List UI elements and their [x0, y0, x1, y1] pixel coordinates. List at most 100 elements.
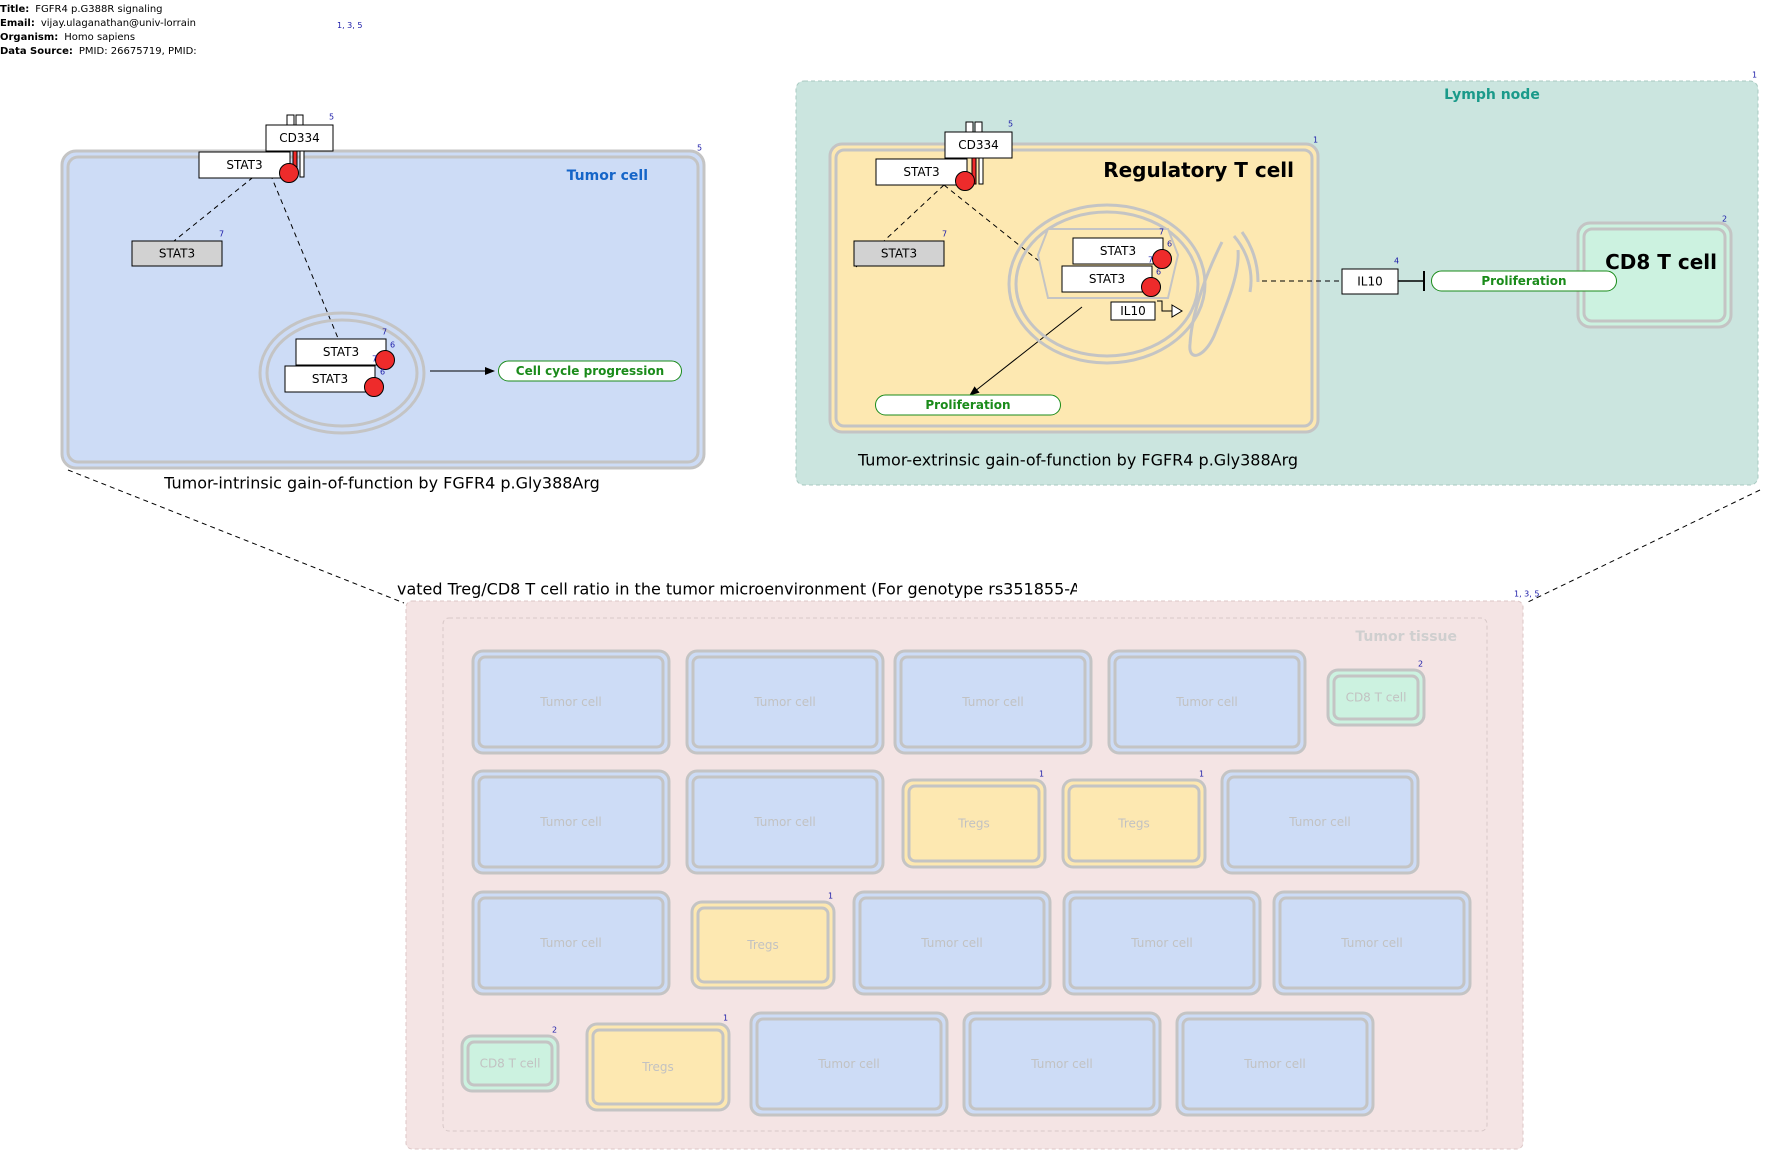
tissue-tumor-cell-20-outer-membrane: [1175, 1011, 1375, 1117]
tissue-tumor-cell-6-label: Tumor cell: [539, 815, 602, 829]
tumor-nuclear-stat3-2-phospho: [364, 377, 384, 397]
tumor-cd334-ref: 5: [329, 113, 334, 122]
treg-proliferation-label: Proliferation: [925, 398, 1010, 412]
tumor-stat3-membrane-box[interactable]: [198, 151, 291, 179]
tumor-nuclear-stat3-2[interactable]: STAT3: [284, 365, 376, 393]
tumor-nuclear-stat3-2-label: STAT3: [312, 372, 348, 386]
treg-cd334-receptor-tail: [978, 157, 984, 185]
tissue-tumor-cell-13-inner-membrane: [858, 896, 1046, 990]
treg-stat3-membrane[interactable]: STAT3: [875, 158, 968, 186]
tissue-tumor-cell-19: [962, 1011, 1162, 1117]
tissue-cd8-cell-5-label: CD8 T cell: [1346, 691, 1407, 705]
regulatory-t-cell-ref: 1: [1313, 136, 1318, 145]
tissue-tumor-cell-7-label: Tumor cell: [753, 815, 816, 829]
il10-secreted-ref: 4: [1394, 257, 1399, 266]
tissue-tumor-cell-13-label: Tumor cell: [920, 936, 983, 950]
tumor-cell-compartment-outer-membrane: [60, 149, 706, 470]
tissue-tumor-cell-1-label: Tumor cell: [539, 695, 602, 709]
treg-stat3-cytoplasm-label: STAT3: [881, 247, 917, 261]
tissue-tumor-cell-2-inner-membrane: [691, 655, 879, 749]
tissue-tumor-cell-1-outer-membrane: [471, 649, 671, 755]
cell-cycle-progression-shape[interactable]: [498, 360, 682, 382]
tissue-cd8-cell-5: [1326, 668, 1426, 727]
lymph-node-label: Lymph node: [1444, 87, 1540, 103]
treg-nuclear-stat3-1-box[interactable]: [1072, 237, 1164, 265]
tumor-cd334[interactable]: CD334: [265, 124, 334, 152]
treg-proliferation-shape[interactable]: [875, 394, 1061, 416]
treg-nuclear-stat3-1[interactable]: STAT3: [1072, 237, 1164, 265]
tumor-cell-compartment: [60, 149, 706, 470]
tissue-tumor-cell-20-label: Tumor cell: [1243, 1057, 1306, 1071]
tumor-nuclear-stat3-1-ref-b: 6: [390, 341, 395, 350]
tumor-cd334-receptor-tail: [299, 150, 305, 178]
tumor-stat3-membrane[interactable]: STAT3: [198, 151, 291, 179]
zoom-connector-left: [67, 469, 405, 604]
tissue-tumor-cell-13: [852, 890, 1052, 996]
source-row: Data Source:PMID: 26675719, PMID:: [0, 45, 197, 59]
treg-cd334-ref: 5: [1008, 120, 1013, 129]
treg-stat3-cytoplasm-ref: 7: [942, 230, 947, 239]
tissue-tumor-cell-2-label: Tumor cell: [753, 695, 816, 709]
tissue-treg-cell-8-label: Tregs: [957, 817, 990, 831]
regulatory-t-cell-inner-membrane: [834, 148, 1314, 428]
tissue-tumor-cell-3-inner-membrane: [899, 655, 1087, 749]
tissue-tumor-cell-13-outer-membrane: [852, 890, 1052, 996]
treg-nuclear-stat3-2-phospho: [1141, 277, 1161, 297]
tissue-tumor-cell-3-outer-membrane: [893, 649, 1093, 755]
il10-gene[interactable]: IL10: [1110, 301, 1156, 321]
tissue-tumor-cell-15-label: Tumor cell: [1340, 936, 1403, 950]
il10-gene-box[interactable]: [1110, 301, 1156, 321]
tissue-tumor-cell-14-label: Tumor cell: [1130, 936, 1193, 950]
treg-cd334[interactable]: CD334: [944, 131, 1013, 159]
il10-promoter-arrowhead: [1171, 304, 1183, 318]
treg-nuclear-stat3-1-label: STAT3: [1100, 244, 1136, 258]
cd8-proliferation-shape[interactable]: [1431, 270, 1617, 292]
treg-stat3-membrane-label: STAT3: [903, 165, 939, 179]
tumor-stat3-cytoplasm[interactable]: STAT3: [131, 240, 223, 267]
tissue-tumor-cell-20: [1175, 1011, 1375, 1117]
il10-secreted[interactable]: IL10: [1341, 268, 1399, 295]
il10-secreted-box[interactable]: [1341, 268, 1399, 295]
treg-stat3-cytoplasm[interactable]: STAT3: [853, 240, 945, 267]
tissue-tumor-cell-18: [749, 1011, 949, 1117]
tumor-nuclear-stat3-1-ref-a: 7: [382, 328, 387, 337]
tumor-nuclear-stat3-2-box[interactable]: [284, 365, 376, 393]
tumor-cd334-label: CD334: [279, 131, 320, 145]
tissue-tumor-cell-18-label: Tumor cell: [817, 1057, 880, 1071]
treg-cd334-box[interactable]: [944, 131, 1013, 159]
treg-nuclear-stat3-1-phospho: [1152, 249, 1172, 269]
tissue-heading: vated Treg/CD8 T cell ratio in the tumor…: [397, 580, 1081, 599]
cell-cycle-progression[interactable]: Cell cycle progression: [498, 360, 682, 382]
tumor-stat3-to-nucleus: [266, 165, 341, 344]
treg-nuclear-stat3-1-ref-b: 6: [1167, 240, 1172, 249]
tumor-extrinsic-caption: Tumor-extrinsic gain-of-function by FGFR…: [857, 451, 1298, 470]
tumor-cell-label: Tumor cell: [567, 168, 648, 184]
tumor-stat3-cytoplasm-label: STAT3: [159, 247, 195, 261]
tissue-treg-cell-17-ref: 1: [723, 1014, 728, 1023]
tumor-cd334-receptor-subunit-a: [286, 114, 295, 126]
tissue-treg-cell-12-label: Tregs: [746, 938, 779, 952]
tissue-tumor-cell-19-label: Tumor cell: [1030, 1057, 1093, 1071]
treg-nucleus-inner: [1014, 210, 1200, 358]
tissue-treg-cell-8: [901, 778, 1047, 869]
tumor-cd334-box[interactable]: [265, 124, 334, 152]
tumor-stat3-membrane-label: STAT3: [226, 158, 262, 172]
treg-stat3-membrane-box[interactable]: [875, 158, 968, 186]
treg-nuclear-stat3-2-box[interactable]: [1061, 265, 1153, 293]
tumor-nucleus: [258, 311, 426, 435]
regulatory-t-cell-label: Regulatory T cell: [1103, 158, 1294, 182]
tissue-treg-cell-9-label: Tregs: [1117, 817, 1150, 831]
tissue-tumor-cell-7-inner-membrane: [691, 775, 879, 869]
tumor-cell-compartment-inner-membrane: [66, 155, 700, 464]
treg-nuclear-stat3-2[interactable]: STAT3: [1061, 265, 1153, 293]
cd8-proliferation[interactable]: Proliferation: [1431, 270, 1617, 292]
tissue-tumor-cell-7-outer-membrane: [685, 769, 885, 875]
tissue-tumor-cell-15-outer-membrane: [1272, 890, 1472, 996]
tissue-tumor-cell-19-inner-membrane: [968, 1017, 1156, 1111]
title-row: Title:FGFR4 p.G388R signaling: [0, 3, 197, 17]
treg-stat3-cytoplasm-box[interactable]: [853, 240, 945, 267]
tumor-stat3-cytoplasm-box[interactable]: [131, 240, 223, 267]
treg-proliferation[interactable]: Proliferation: [875, 394, 1061, 416]
